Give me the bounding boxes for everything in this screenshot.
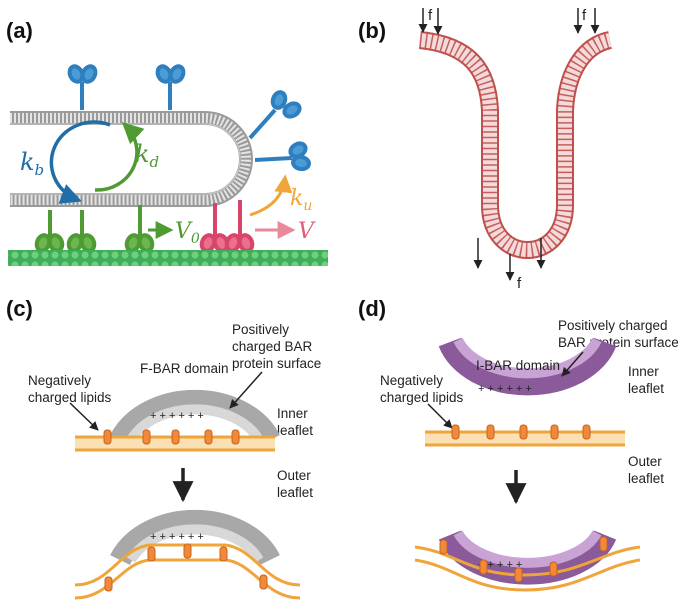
v-label: V [298, 219, 316, 244]
membrane-curved-d-bottom [414, 558, 641, 592]
myosin-green-3 [124, 205, 155, 253]
fbar-charges-bottom: + + + + + + [150, 531, 204, 543]
ibar-charges-top: + + + + + + [478, 383, 532, 395]
kb-label: kb [20, 148, 44, 179]
membrane-u-outer [418, 31, 613, 259]
fbar-domain-label: F-BAR domain [140, 361, 229, 376]
panel-c: Positively charged BAR protein surface F… [28, 322, 321, 600]
kb-arrow [49, 120, 111, 204]
negative-lipids-pointer-d [427, 403, 453, 429]
lipids-curved-d [439, 536, 608, 583]
negative-lipids-label-d: Negatively charged lipids [380, 373, 464, 405]
kd-arrow [94, 122, 145, 192]
myosin-blue-3 [248, 90, 302, 140]
panel-a: kb kd [8, 64, 328, 266]
myosin-pink-2 [224, 200, 255, 253]
panel-label-b: (b) [358, 18, 386, 43]
outer-leaflet-label-c: Outer leaflet [277, 468, 315, 500]
membrane-tube-lipids [10, 113, 251, 205]
ibar-domain-label: I-BAR domain [476, 358, 560, 373]
panel-label-a: (a) [6, 18, 33, 43]
myosin-blue-4 [254, 141, 311, 172]
ku-arrow [249, 174, 293, 217]
lipids-flat-d [451, 424, 591, 440]
myosin-green-2 [66, 210, 97, 253]
panel-label-d: (d) [358, 296, 386, 321]
fbar-domain-bottom [110, 509, 280, 566]
negative-lipids-pointer-c [69, 402, 99, 431]
v0-label: V0 [175, 219, 200, 247]
inner-leaflet-label-d: Inner leaflet [628, 364, 664, 396]
myosin-green-1 [34, 210, 65, 253]
negative-lipids-label-c: Negatively charged lipids [28, 373, 112, 405]
lipids-curved-c [104, 543, 268, 592]
outer-leaflet-label-d: Outer leaflet [628, 454, 666, 486]
ibar-domain-top [438, 337, 617, 396]
ibar-domain-bottom [438, 529, 617, 585]
myosin-blue-2 [155, 64, 186, 110]
kd-label: kd [135, 140, 159, 171]
myosin-blue-1 [67, 64, 98, 110]
ibar-charges-bottom: + + + + + [478, 559, 522, 571]
ku-label: ku [290, 186, 312, 214]
positive-surface-label-d: Positively charged BAR protein surface [558, 318, 679, 350]
force-label-top-left: f [428, 7, 433, 24]
panel-d: Positively charged BAR protein surface N… [380, 318, 679, 592]
positive-surface-label-c: Positively charged BAR protein surface [232, 322, 321, 371]
positive-surface-pointer-c [229, 371, 263, 409]
membrane-curved-d-top [414, 545, 641, 577]
lipids-flat-c [103, 429, 240, 445]
fbar-domain-top [110, 389, 280, 446]
actin-filament [8, 250, 328, 266]
inner-leaflet-label-c: Inner leaflet [277, 406, 313, 438]
force-label-bottom: f [517, 275, 522, 292]
panel-b: f f f [418, 7, 613, 292]
membrane-curved-c-bottom [74, 558, 301, 600]
force-label-top-right: f [582, 7, 587, 24]
positive-surface-pointer-d [561, 351, 584, 377]
panel-label-c: (c) [6, 296, 33, 321]
fbar-charges-top: + + + + + + [150, 410, 204, 422]
